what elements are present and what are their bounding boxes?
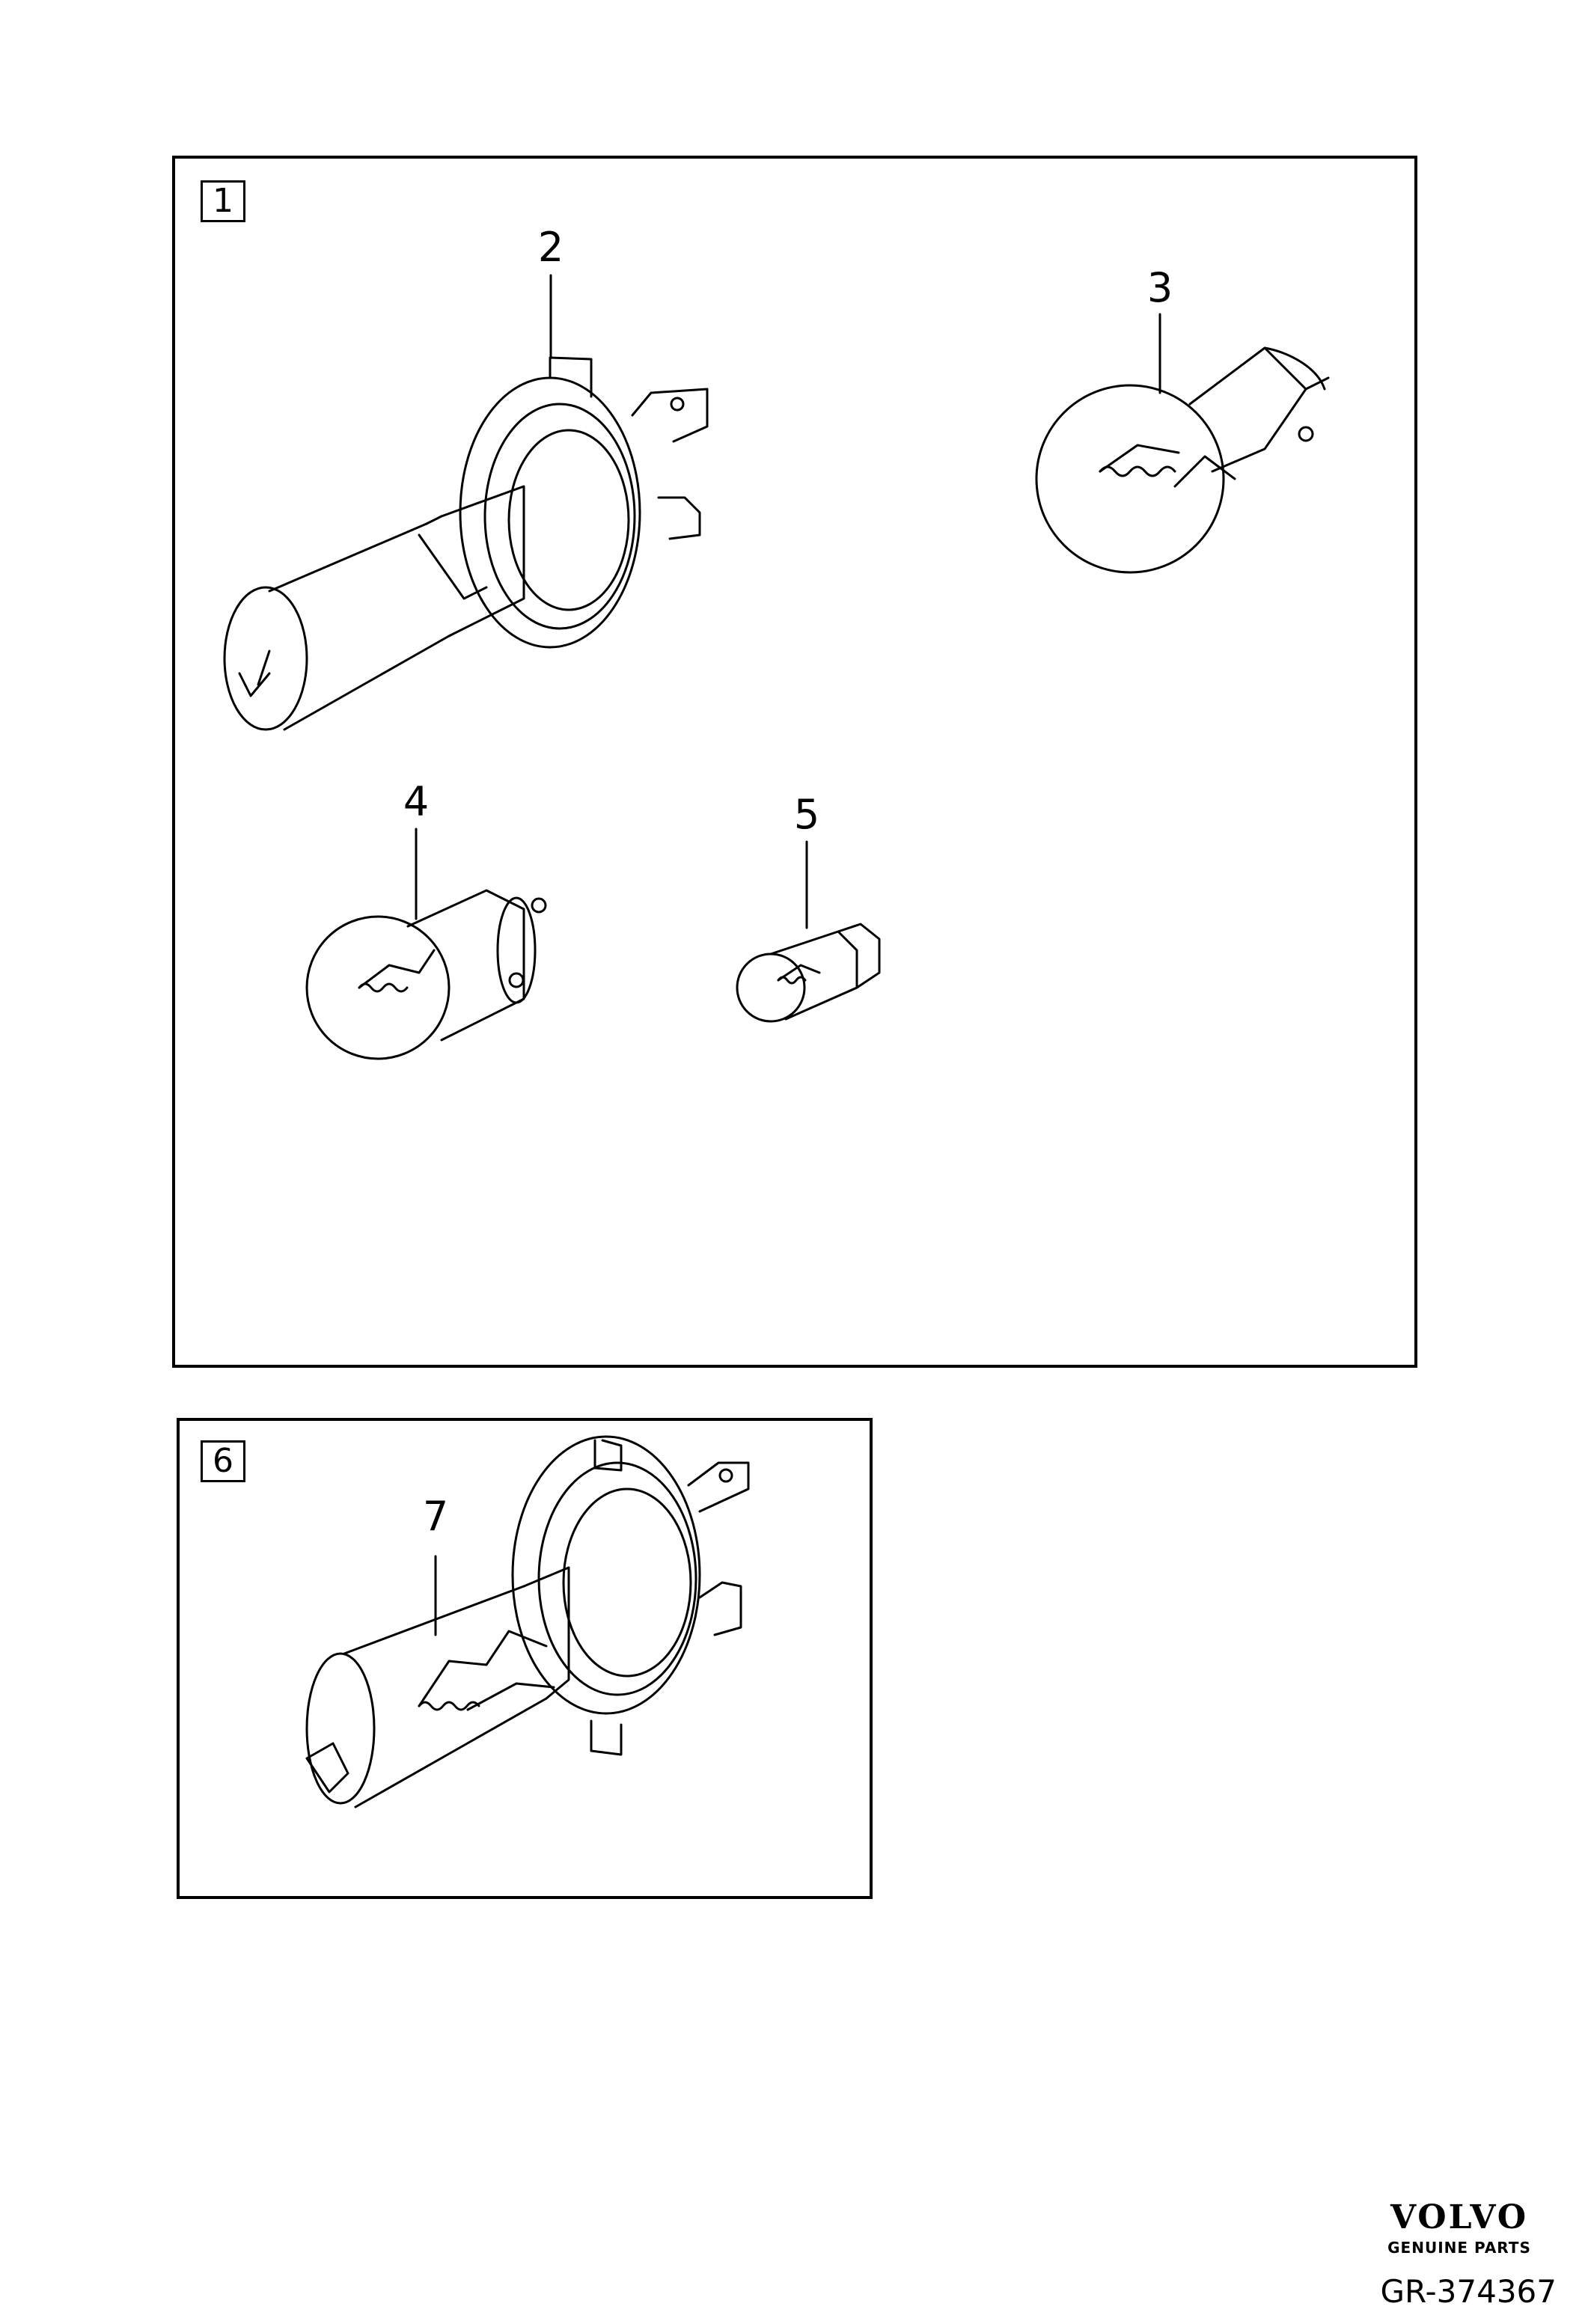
- bulb-3-drawing: [1035, 313, 1330, 574]
- diagram-reference: GR-374367: [1380, 2273, 1557, 2310]
- bulb-5-drawing: [736, 840, 881, 1023]
- brand-logo: VOLVO: [1390, 2198, 1529, 2236]
- callout-3: 3: [1146, 264, 1173, 311]
- bulb-4-drawing: [305, 828, 547, 1060]
- bulb-7-drawing: [305, 1435, 750, 1808]
- bulb-2-drawing: [223, 274, 709, 731]
- group-1-frame: [172, 156, 1417, 1368]
- brand-subtitle: GENUINE PARTS: [1387, 2239, 1531, 2257]
- callout-4: 4: [403, 778, 430, 825]
- callout-5: 5: [793, 791, 820, 838]
- callout-2: 2: [537, 224, 564, 271]
- group-6-frame: [177, 1418, 873, 1899]
- group-1-tag: 1: [201, 180, 245, 222]
- group-6-tag: 6: [201, 1440, 245, 1482]
- callout-7: 7: [422, 1493, 449, 1540]
